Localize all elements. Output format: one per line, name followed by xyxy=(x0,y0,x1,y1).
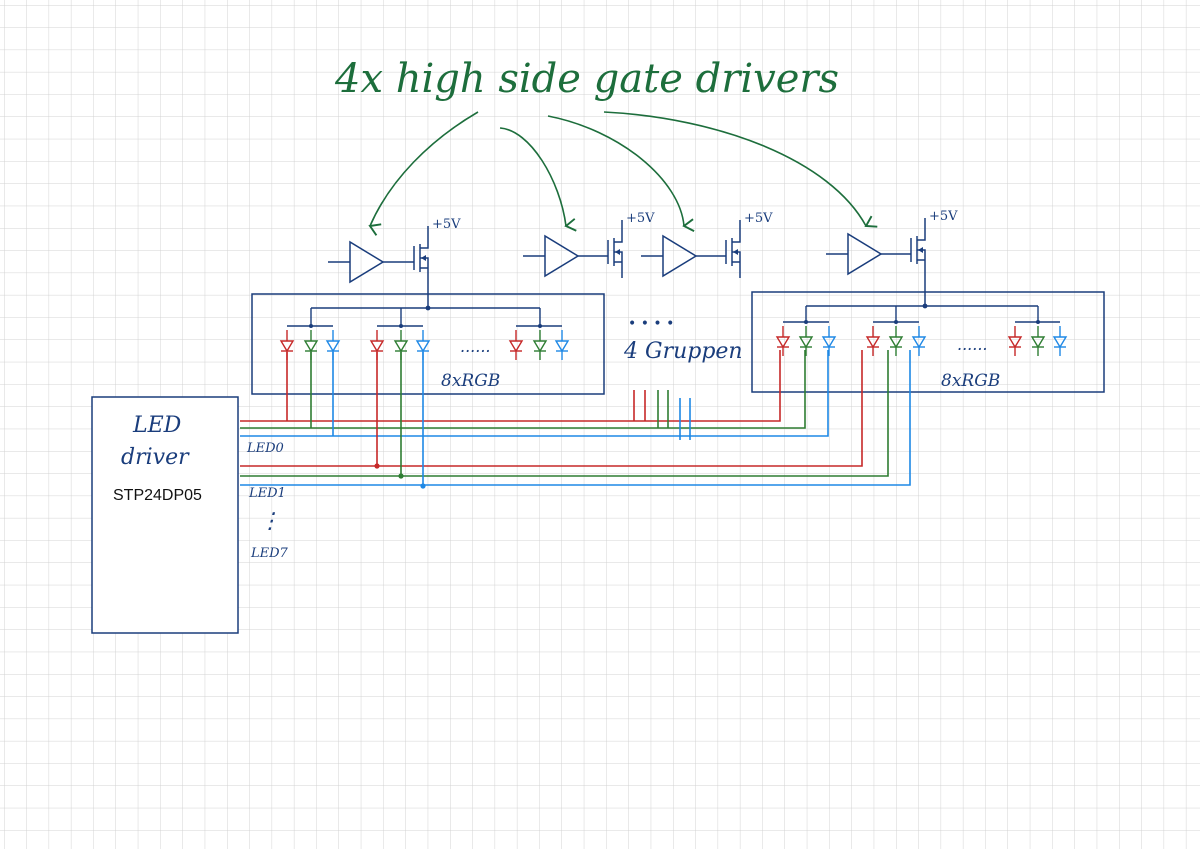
diode-blue xyxy=(821,326,837,356)
ellipsis-left: ...... xyxy=(460,337,491,356)
led-group-box-right xyxy=(751,291,1105,393)
diode-blue xyxy=(554,330,570,360)
led-driver-box xyxy=(91,396,239,634)
gate-driver-2: +5V xyxy=(523,211,655,278)
diode-green xyxy=(798,326,814,356)
wiring-bus xyxy=(240,350,911,486)
diode-blue xyxy=(911,326,927,356)
junction-blue xyxy=(420,483,426,489)
junction-red xyxy=(374,463,380,469)
gate-drivers: +5V +5V +5V +5V xyxy=(328,209,958,311)
junction-green xyxy=(398,473,404,479)
diode-red xyxy=(1007,326,1023,356)
led-driver-title-line2: driver xyxy=(121,445,190,470)
gate-driver-1: +5V xyxy=(328,217,461,311)
arrow-to-driver-2 xyxy=(499,127,577,232)
diode-green xyxy=(1030,326,1046,356)
mosfet-arrow xyxy=(421,255,426,261)
group-label-left: 8xRGB xyxy=(441,371,500,391)
mosfet-arrow xyxy=(918,247,923,253)
wire-led1-green xyxy=(240,350,889,477)
mosfet-arrow xyxy=(733,249,738,255)
supply-label: +5V xyxy=(929,209,958,224)
supply-label: +5V xyxy=(432,217,461,232)
rgb-junction xyxy=(538,324,542,328)
rgb-led-2 xyxy=(865,306,927,356)
rgb-led-1 xyxy=(775,306,837,356)
wire-led0-green xyxy=(240,350,806,429)
groups-note: 4 Gruppen xyxy=(623,339,743,364)
supply-label: +5V xyxy=(744,211,773,226)
junction-dots xyxy=(374,463,426,489)
rgb-led-3 xyxy=(1007,306,1068,356)
rgb-junction xyxy=(309,324,313,328)
wire-led1-red xyxy=(240,350,863,467)
wire-led1-blue xyxy=(240,350,911,486)
diode-green xyxy=(532,330,548,360)
gate-driver-3: +5V xyxy=(641,211,773,278)
diode-green xyxy=(888,326,904,356)
supply-label: +5V xyxy=(626,211,655,226)
mosfet-arrow xyxy=(615,249,620,255)
arrow-to-driver-3 xyxy=(547,115,695,232)
wire-led0-blue xyxy=(240,350,829,437)
led-line-label-second: LED1 xyxy=(248,486,286,501)
rgb-junction xyxy=(804,320,808,324)
diode-red xyxy=(775,326,791,356)
arrow-to-driver-4 xyxy=(603,111,878,228)
rgb-led-2 xyxy=(369,308,431,360)
rgb-junction xyxy=(1036,320,1040,324)
led-driver-title-line1: LED xyxy=(132,413,182,438)
led-line-label-first: LED0 xyxy=(246,441,284,456)
group-label-right: 8xRGB xyxy=(941,371,1000,391)
led-line-label-last: LED7 xyxy=(250,546,289,561)
led-group-2 xyxy=(775,305,1068,356)
diagram-title: 4x high side gate drivers xyxy=(334,56,839,102)
diode-red xyxy=(508,330,524,360)
rgb-junction xyxy=(399,324,403,328)
diode-red xyxy=(865,326,881,356)
diode-blue xyxy=(1052,326,1068,356)
rgb-led-3 xyxy=(508,308,570,360)
title-arrows xyxy=(368,111,878,236)
gate-driver-4: +5V xyxy=(826,209,958,309)
wire-led0-red xyxy=(240,350,781,422)
dots-note: • • • • xyxy=(628,316,674,332)
led-driver-part-number: STP24DP05 xyxy=(113,487,202,504)
ellipsis-right: ...... xyxy=(957,335,988,354)
led-line-dots: ⋮ xyxy=(259,509,281,534)
led-group-box-left xyxy=(251,293,605,395)
rgb-junction xyxy=(894,320,898,324)
arrow-to-driver-1 xyxy=(368,111,479,236)
